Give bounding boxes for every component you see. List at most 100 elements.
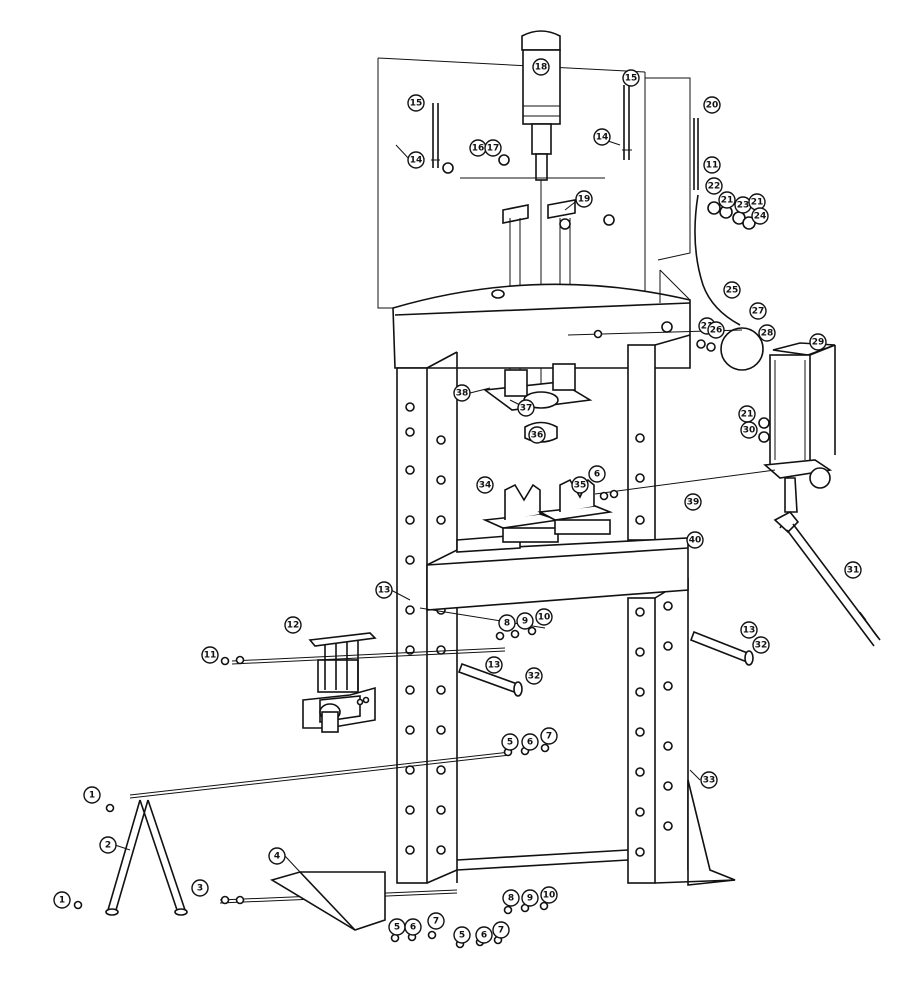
- callout-circle: [475, 926, 493, 944]
- callout-3: 3: [191, 879, 209, 897]
- callout-number: 36: [531, 431, 544, 441]
- callout-circle: [404, 918, 422, 936]
- callout-circle: [268, 847, 286, 865]
- callout-number: 26: [710, 326, 723, 336]
- callout-number: 4: [274, 852, 280, 862]
- callout-circle: [740, 421, 758, 439]
- callout-40: 40: [686, 531, 704, 549]
- callout-4: 4: [268, 847, 286, 865]
- callout-10: 10: [540, 886, 558, 904]
- callout-number: 27: [752, 307, 765, 317]
- callout-number: 8: [504, 619, 510, 629]
- callout-circle: [498, 614, 516, 632]
- callout-27: 27: [749, 302, 767, 320]
- callout-number: 20: [706, 101, 719, 111]
- callout-number: 14: [410, 156, 423, 166]
- callout-circle: [521, 733, 539, 751]
- callout-number: 5: [507, 738, 513, 748]
- callout-number: 11: [204, 651, 217, 661]
- callout-13: 13: [375, 581, 393, 599]
- callout-circle: [53, 891, 71, 909]
- callout-circle: [540, 727, 558, 745]
- callout-number: 3: [197, 884, 203, 894]
- left-column: [396, 351, 458, 884]
- callout-31: 31: [844, 561, 862, 579]
- callout-circle: [622, 69, 640, 87]
- callout-circle: [453, 926, 471, 944]
- callout-circle: [83, 786, 101, 804]
- callout-number: 21: [721, 196, 734, 206]
- callout-30: 30: [740, 421, 758, 439]
- callout-number: 2: [105, 841, 111, 851]
- callout-number: 38: [456, 389, 469, 399]
- callout-15: 15: [407, 94, 425, 112]
- left-foot-stand: [105, 799, 188, 916]
- callout-37: 37: [517, 399, 535, 417]
- callout-5: 5: [388, 918, 406, 936]
- callout-11: 11: [703, 156, 721, 174]
- callout-circle: [703, 96, 721, 114]
- callout-circle: [809, 333, 827, 351]
- callout-number: 6: [410, 923, 416, 933]
- callout-21: 21: [718, 191, 736, 209]
- callout-number: 35: [574, 481, 587, 491]
- callout-5: 5: [453, 926, 471, 944]
- callout-number: 32: [755, 641, 768, 651]
- base-frame: [270, 779, 736, 931]
- callout-number: 6: [481, 931, 487, 941]
- callout-8: 8: [498, 614, 516, 632]
- gauge-line: [693, 118, 764, 371]
- callout-circle: [575, 190, 593, 208]
- callout-number: 12: [287, 621, 300, 631]
- callout-32: 32: [752, 636, 770, 654]
- callout-number: 6: [527, 738, 533, 748]
- callout-circle: [700, 771, 718, 789]
- callout-number: 28: [761, 329, 774, 339]
- callout-number: 6: [594, 470, 600, 480]
- callout-number: 14: [596, 133, 609, 143]
- callout-39: 39: [684, 493, 702, 511]
- callout-circle: [517, 399, 535, 417]
- bed-pins: [457, 630, 754, 697]
- callout-circle: [703, 156, 721, 174]
- callout-36: 36: [528, 426, 546, 444]
- callout-19: 19: [575, 190, 593, 208]
- top-beam: [392, 269, 691, 369]
- callout-5: 5: [501, 733, 519, 751]
- callout-number: 15: [410, 99, 423, 109]
- callout-number: 37: [520, 404, 533, 414]
- callout-circle: [284, 616, 302, 634]
- callout-circle: [571, 476, 589, 494]
- callout-number: 21: [741, 410, 754, 420]
- callout-number: 8: [508, 894, 514, 904]
- callout-circle: [540, 886, 558, 904]
- callout-number: 9: [522, 617, 528, 627]
- callout-9: 9: [516, 612, 534, 630]
- callout-circle: [723, 281, 741, 299]
- callout-circle: [593, 128, 611, 146]
- hand-pump: [758, 342, 881, 647]
- callout-2: 2: [99, 836, 117, 854]
- callout-9: 9: [521, 889, 539, 907]
- callout-number: 21: [701, 322, 714, 332]
- callout-circle: [844, 561, 862, 579]
- callout-circle: [588, 465, 606, 483]
- callout-circle: [718, 191, 736, 209]
- callout-number: 31: [847, 566, 860, 576]
- callout-11: 11: [201, 646, 219, 664]
- callout-number: 32: [528, 672, 541, 682]
- callout-number: 23: [737, 201, 750, 211]
- callout-number: 25: [726, 286, 739, 296]
- callout-number: 13: [743, 626, 756, 636]
- callout-15: 15: [622, 69, 640, 87]
- callout-18: 18: [532, 58, 550, 76]
- callout-26: 26: [707, 321, 725, 339]
- callout-circle: [453, 384, 471, 402]
- callout-circle: [751, 207, 769, 225]
- exploded-view-panels: [377, 57, 691, 309]
- callout-circle: [501, 733, 519, 751]
- callout-circle: [492, 921, 510, 939]
- callout-circle: [740, 621, 758, 639]
